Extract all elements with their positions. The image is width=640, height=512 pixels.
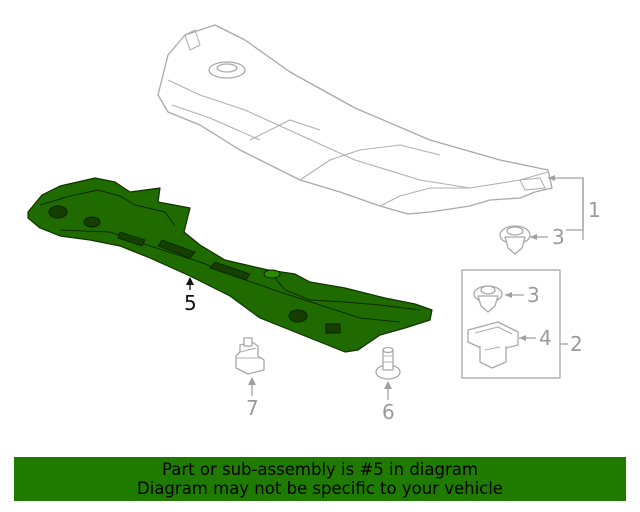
banner-line-2: Diagram may not be specific to your vehi… <box>137 479 503 498</box>
part-info-banner: Part or sub-assembly is #5 in diagram Di… <box>14 457 626 501</box>
leader-1 <box>548 177 584 231</box>
arrow-7 <box>248 377 256 385</box>
callout-5[interactable]: 5 <box>184 291 197 315</box>
part-6-bolt[interactable] <box>375 346 401 380</box>
callout-3-upper[interactable]: 3 <box>552 225 565 249</box>
callout-6[interactable]: 6 <box>382 400 395 424</box>
part-3-clip-lower[interactable] <box>473 285 503 313</box>
callout-3-lower[interactable]: 3 <box>527 283 540 307</box>
part-5-splash-shield[interactable] <box>27 177 433 353</box>
arrow-5 <box>186 277 194 285</box>
part-7-push-pin[interactable] <box>235 337 265 375</box>
callout-4[interactable]: 4 <box>539 326 552 350</box>
part-3-clip-upper[interactable] <box>499 225 531 255</box>
part-2-group-box <box>461 269 561 379</box>
arrow-3b <box>505 292 512 298</box>
banner-line-1: Part or sub-assembly is #5 in diagram <box>162 460 478 479</box>
arrow-6 <box>384 381 392 389</box>
callout-7[interactable]: 7 <box>246 396 259 420</box>
arrow-1 <box>548 175 555 181</box>
arrow-3a <box>530 234 537 240</box>
callout-2[interactable]: 2 <box>570 332 583 356</box>
callout-1[interactable]: 1 <box>588 198 601 222</box>
arrow-4 <box>519 335 526 341</box>
part-4-retainer[interactable] <box>467 321 519 369</box>
part-1-upper-cover[interactable] <box>157 24 553 215</box>
